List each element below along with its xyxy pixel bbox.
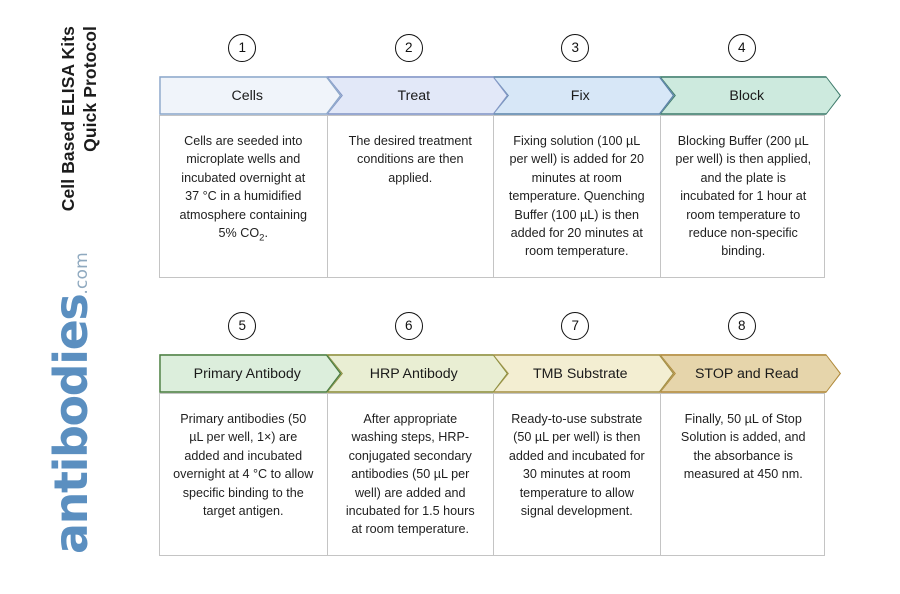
step-chevron[interactable]: Fix bbox=[492, 76, 675, 115]
step-title-label: HRP Antibody bbox=[369, 365, 458, 382]
step-number-badge: 1 bbox=[228, 34, 257, 62]
step-description-cell: Ready-to-use substrate (50 µL per well) … bbox=[493, 394, 660, 555]
step-description-cell: The desired treatment conditions are the… bbox=[326, 116, 494, 277]
step-description-text: Finally, 50 µL of Stop Solution is added… bbox=[680, 412, 806, 482]
step-number-label: 6 bbox=[404, 318, 413, 333]
step-description-cell: Primary antibodies (50 µL per well, 1×) … bbox=[160, 394, 327, 555]
step-chevron[interactable]: Block bbox=[659, 76, 842, 115]
page-title-rotated: Cell Based ELISA Kits Quick Protocol bbox=[58, 0, 104, 211]
step-title-label: Cells bbox=[231, 87, 264, 104]
brand-logo-rotated: antibodies.com bbox=[44, 32, 104, 554]
step-number-badge: 2 bbox=[394, 34, 423, 62]
step-number-label: 7 bbox=[571, 318, 579, 333]
logo-wordmark: antibodies bbox=[44, 294, 98, 554]
step-chevron[interactable]: TMB Substrate bbox=[492, 354, 675, 393]
step-description-cell: Blocking Buffer (200 µL per well) is the… bbox=[659, 116, 827, 277]
step-title-label: Treat bbox=[397, 87, 431, 104]
step-number-badge: 4 bbox=[727, 34, 756, 62]
protocol-row-2: 5 6 7 8 Primary Antibody HRP Antibody TMB Sub… bbox=[159, 312, 841, 556]
step-number-badge: 7 bbox=[561, 312, 590, 340]
step-number-label: 2 bbox=[404, 40, 413, 55]
step-chevron[interactable]: Cells bbox=[159, 76, 342, 115]
step-chevron[interactable]: STOP and Read bbox=[659, 354, 842, 393]
step-number-label: 8 bbox=[737, 318, 746, 333]
step-badges-row-2: 5 6 7 8 bbox=[159, 312, 841, 354]
step-description-cell: Cells are seeded into microplate wells a… bbox=[160, 116, 327, 277]
step-number-badge: 5 bbox=[228, 312, 257, 340]
protocol-row-1: 1 2 3 4 Cells Treat Fix Block Cells are seeded… bbox=[159, 34, 841, 278]
step-title-label: TMB Substrate bbox=[532, 365, 628, 382]
step-bodies-row-1: Cells are seeded into microplate wells a… bbox=[159, 115, 825, 278]
step-description-text: The desired treatment conditions are the… bbox=[348, 134, 472, 185]
step-chevrons-row-2: Primary Antibody HRP Antibody TMB Substrat… bbox=[159, 354, 841, 393]
step-title-label: STOP and Read bbox=[694, 365, 799, 382]
step-number-label: 5 bbox=[238, 318, 246, 333]
step-chevron[interactable]: Treat bbox=[326, 76, 509, 115]
step-description-text: Primary antibodies (50 µL per well, 1×) … bbox=[173, 412, 314, 518]
step-number-label: 4 bbox=[737, 40, 746, 55]
logo-tld: .com bbox=[72, 252, 92, 295]
step-bodies-row-2: Primary antibodies (50 µL per well, 1×) … bbox=[159, 393, 825, 556]
step-badges-row-1: 1 2 3 4 bbox=[159, 34, 841, 76]
step-chevron[interactable]: HRP Antibody bbox=[326, 354, 509, 393]
step-title-label: Fix bbox=[570, 87, 590, 104]
step-title-label: Primary Antibody bbox=[193, 365, 301, 382]
step-description-text: Ready-to-use substrate (50 µL per well) … bbox=[508, 412, 645, 518]
step-chevron[interactable]: Primary Antibody bbox=[159, 354, 342, 393]
step-description-text: After appropriate washing steps, HRP-con… bbox=[345, 412, 475, 537]
step-description-text: Fixing solution (100 µL per well) is add… bbox=[508, 134, 645, 259]
step-number-label: 3 bbox=[571, 40, 579, 55]
step-chevrons-row-1: Cells Treat Fix Block bbox=[159, 76, 841, 115]
step-description-text: Cells are seeded into microplate wells a… bbox=[179, 134, 307, 244]
step-description-text: Blocking Buffer (200 µL per well) is the… bbox=[675, 134, 812, 259]
step-description-cell: Fixing solution (100 µL per well) is add… bbox=[493, 116, 660, 277]
step-description-cell: After appropriate washing steps, HRP-con… bbox=[326, 394, 494, 555]
step-number-label: 1 bbox=[238, 40, 246, 55]
step-number-badge: 8 bbox=[727, 312, 756, 340]
step-number-badge: 6 bbox=[394, 312, 423, 340]
step-number-badge: 3 bbox=[561, 34, 590, 62]
step-title-label: Block bbox=[729, 87, 765, 104]
step-description-cell: Finally, 50 µL of Stop Solution is added… bbox=[659, 394, 827, 555]
